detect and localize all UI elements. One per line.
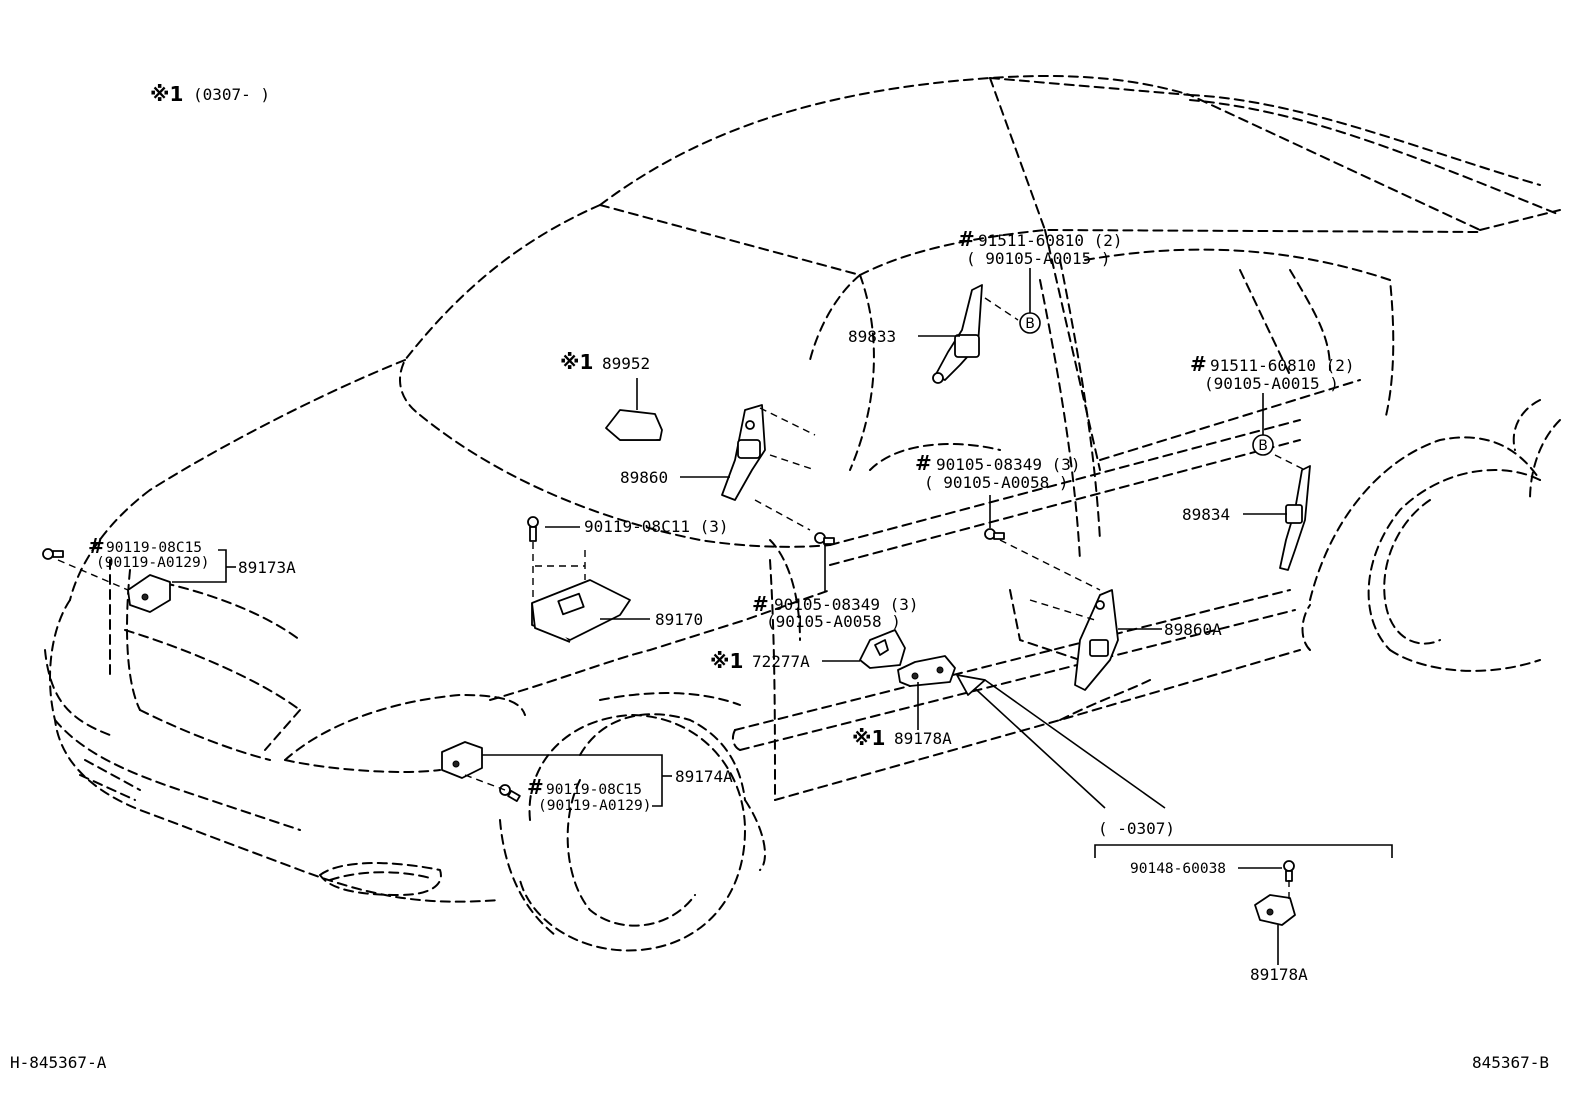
label-89174a: 89174A (675, 767, 733, 786)
label-90119-08c11: 90119-08C11 (3) (584, 517, 729, 536)
svg-text:#: # (958, 227, 975, 251)
label-89178a-inset: 89178A (1250, 965, 1308, 984)
svg-text:※1: ※1 (710, 649, 743, 673)
part-89834-sensor[interactable] (1279, 465, 1311, 571)
car-body-outline (44, 75, 1561, 952)
svg-text:#: # (752, 592, 769, 616)
label-89860a: 89860A (1164, 620, 1222, 639)
svg-text:(90119-A0129): (90119-A0129) (538, 798, 652, 814)
callout-90105-low: # 90105-08349 (3) (90105-A0058 ) (752, 592, 919, 631)
svg-text:(90105-A0058 ): (90105-A0058 ) (766, 612, 901, 631)
bolt-icon-90105-low (814, 532, 835, 545)
header-note: ※1 (0307- ) (150, 82, 270, 106)
part-89170-ecu[interactable] (531, 579, 631, 643)
callout-90119-left: # 90119-08C15 (90119-A0129) (88, 534, 210, 571)
svg-text:90119-08C15: 90119-08C15 (106, 540, 202, 556)
svg-text:(0307- ): (0307- ) (193, 85, 270, 104)
svg-text:B: B (1258, 438, 1268, 454)
bolt-icons (42, 516, 1295, 882)
callout-89952: ※1 89952 (560, 350, 650, 374)
svg-text:91511-60810 (2): 91511-60810 (2) (1210, 356, 1355, 375)
svg-text:※1: ※1 (852, 726, 885, 750)
part-89952-module[interactable] (605, 409, 663, 441)
part-89833-sensor[interactable] (932, 284, 983, 384)
bolt-icon-90119-c11 (527, 516, 539, 542)
part-89178a-sensor[interactable] (897, 655, 956, 687)
svg-text:90105-08349 (3): 90105-08349 (3) (774, 595, 919, 614)
callout-91511-top: # 91511-60810 (2) ( 90105-A0015 ) (958, 227, 1123, 268)
svg-text:(90119-A0129): (90119-A0129) (96, 555, 210, 571)
svg-text:89178A: 89178A (894, 729, 952, 748)
bolt-icon-90105-mid (984, 528, 1005, 540)
svg-text:#: # (1190, 352, 1207, 376)
label-89170: 89170 (655, 610, 703, 629)
callout-91511-right: # 91511-60810 (2) (90105-A0015 ) (1190, 352, 1355, 393)
label-89833: 89833 (848, 327, 896, 346)
label-89860: 89860 (620, 468, 668, 487)
inset-range: ( -0307) (1098, 819, 1175, 838)
svg-text:(90105-A0015 ): (90105-A0015 ) (1204, 374, 1339, 393)
svg-text:※1: ※1 (150, 82, 183, 106)
callout-90105-mid: # 90105-08349 (3) ( 90105-A0058 ) (915, 451, 1081, 492)
part-72277a-bracket[interactable] (859, 629, 906, 669)
leader-lines (57, 268, 1393, 965)
svg-text:( 90105-A0015 ): ( 90105-A0015 ) (966, 249, 1111, 268)
part-89173a-sensor[interactable] (127, 574, 171, 613)
svg-text:91511-60810 (2): 91511-60810 (2) (978, 231, 1123, 250)
svg-text:90105-08349 (3): 90105-08349 (3) (936, 455, 1081, 474)
ref-b-circle-top: B (1019, 312, 1041, 334)
callout-89178a: ※1 89178A (852, 726, 952, 750)
part-89860a-bracket[interactable] (1074, 589, 1119, 691)
svg-text:( 90105-A0058 ): ( 90105-A0058 ) (924, 473, 1069, 492)
callout-72277a: ※1 72277A (710, 649, 810, 673)
svg-text:※1: ※1 (560, 350, 593, 374)
part-89174a-sensor[interactable] (441, 741, 483, 779)
svg-text:72277A: 72277A (752, 652, 810, 671)
label-89173a: 89173A (238, 558, 296, 577)
footer-left-code: H-845367-A (10, 1053, 107, 1072)
callout-90119-low: # 90119-08C15 (90119-A0129) (527, 775, 652, 814)
svg-text:90119-08C15: 90119-08C15 (546, 782, 642, 798)
inset-panel: ( -0307) 90148-60038 89178A (1098, 819, 1308, 984)
svg-text:89952: 89952 (602, 354, 650, 373)
bolt-icon-90148-inset (1283, 860, 1295, 882)
svg-text:#: # (88, 534, 105, 558)
svg-text:B: B (1025, 316, 1035, 332)
bolt-icon-90119-low (499, 784, 521, 802)
svg-text:#: # (527, 775, 544, 799)
label-89834: 89834 (1182, 505, 1230, 524)
svg-text:#: # (915, 451, 932, 475)
bolt-icon-90119-left (42, 548, 64, 560)
label-90148-60038: 90148-60038 (1130, 861, 1226, 877)
part-89178a-inset-sensor[interactable] (1254, 894, 1296, 926)
footer-right-code: 845367-B (1472, 1053, 1549, 1072)
part-89860-bracket[interactable] (721, 404, 766, 501)
ref-b-circle-right: B (1252, 434, 1274, 456)
